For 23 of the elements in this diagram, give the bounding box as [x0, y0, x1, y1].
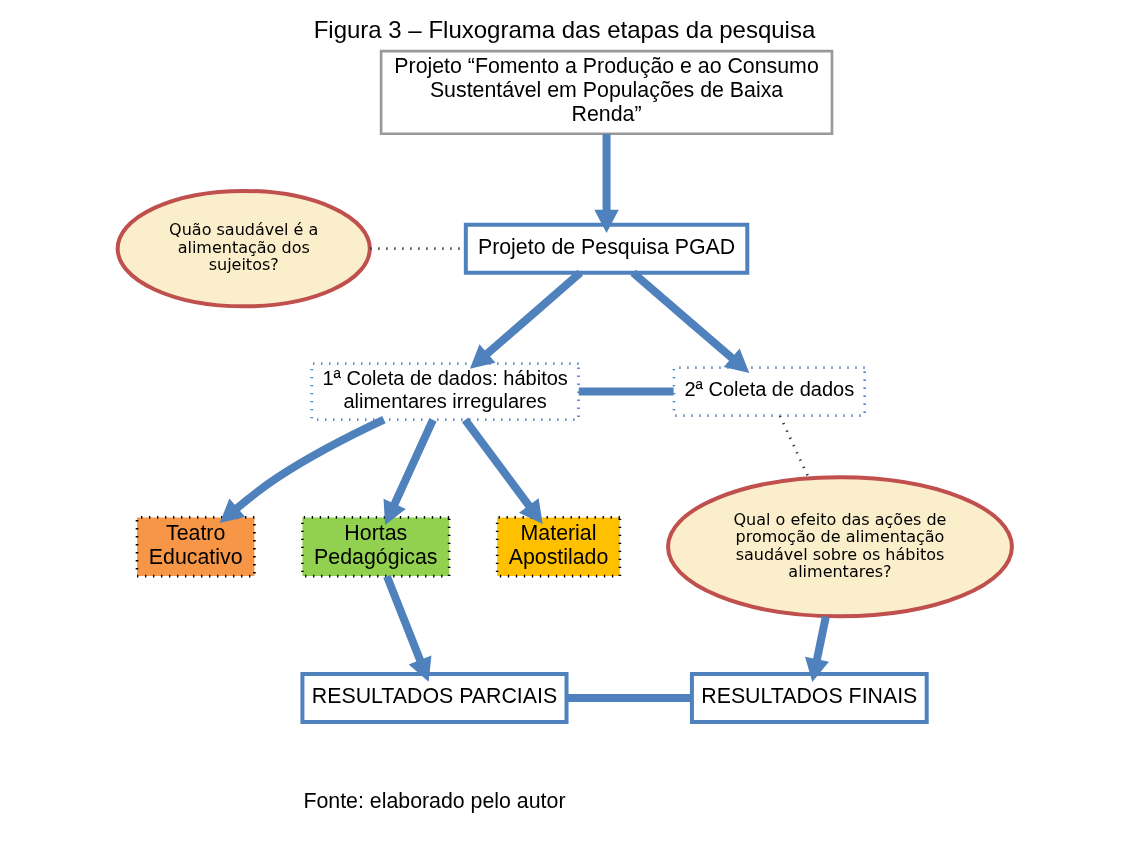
node-box: Projeto de Pesquisa PGAD	[463, 222, 750, 275]
node-ellipse: Quão saudável é a alimentação dos sujeitos?	[115, 188, 372, 309]
arrow	[383, 418, 437, 526]
arrow	[594, 134, 619, 233]
arrow	[383, 574, 432, 682]
node-box: Teatro Educativo	[135, 516, 256, 578]
node-box: 2ª Coleta de dados	[672, 366, 866, 417]
arrow	[219, 416, 386, 523]
node-box: Material Apostilado	[495, 516, 622, 578]
node-box: Hortas Pedagógicas	[301, 516, 451, 578]
node-box: RESULTADOS FINAIS	[689, 671, 929, 724]
node-box: Projeto “Fomento a Produção e ao Consumo Sustentável em Populações de Baixa Renda”	[379, 49, 834, 136]
node-ellipse: Qual o efeito das ações de promoção de alimentação saudável sobre os hábitos alimentares?	[666, 475, 1014, 619]
connector	[778, 415, 810, 479]
arrow	[805, 615, 830, 683]
node-box: RESULTADOS PARCIAIS	[300, 671, 569, 724]
arrow	[630, 269, 750, 373]
connector	[566, 693, 692, 702]
caption: Fonte: elaborado pelo autor	[303, 789, 566, 814]
arrow	[469, 269, 583, 369]
diagram-title: Figura 3 – Fluxograma das etapas da pesquisa	[313, 16, 816, 44]
node-box: 1ª Coleta de dados: hábitos alimentares irregulares	[310, 362, 580, 421]
arrow	[461, 417, 543, 525]
